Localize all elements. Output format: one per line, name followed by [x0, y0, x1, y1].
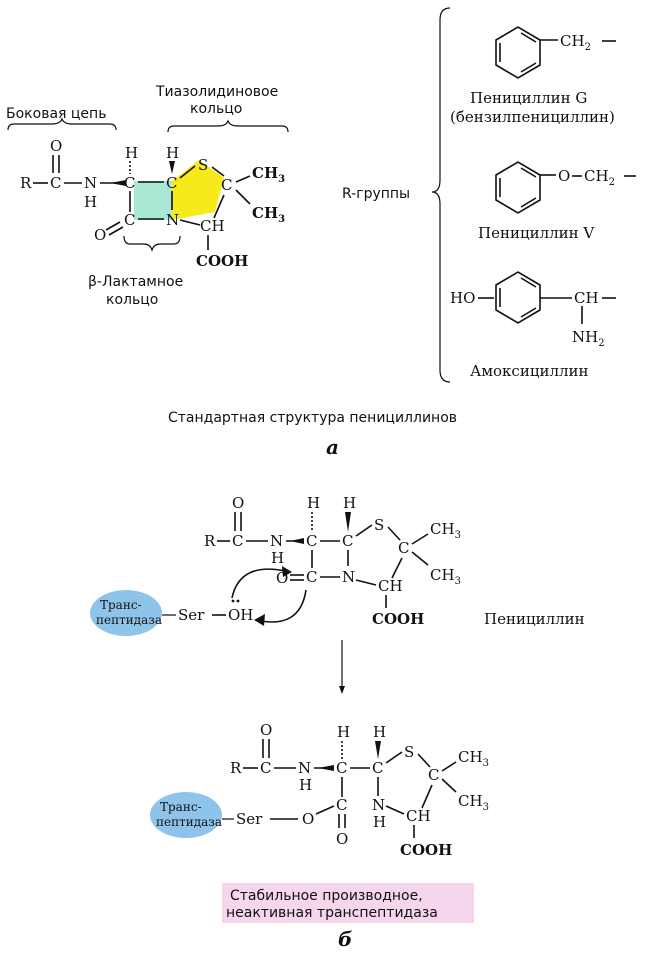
atom-ch-ring: CH — [200, 217, 225, 235]
thiazolidine-brace — [167, 119, 289, 133]
atom-cooh: COOH — [196, 252, 248, 270]
atom-ser-bottom: Ser — [236, 810, 263, 828]
atom-c-lactam-2: C — [124, 211, 135, 229]
atom-ch-amox: CH — [574, 289, 599, 307]
benzylpenicillin-label: (бензилпенициллин) — [450, 108, 615, 126]
enzyme-label-bottom-1: Транс- — [160, 800, 202, 814]
atom-c-b1-fused: C — [342, 532, 353, 550]
atom-s-b1: S — [374, 516, 384, 534]
amoxicillin-label: Амоксициллин — [470, 362, 589, 380]
atom-c-b1: C — [232, 532, 243, 550]
beta-lactam-label-2: кольцо — [106, 292, 158, 308]
atom-o-b2-ester: O — [302, 810, 314, 828]
enzyme-ellipse-top — [90, 590, 162, 636]
atom-c-b2-1: C — [336, 759, 347, 777]
enzyme-ellipse-bottom — [150, 792, 222, 838]
atom-h-b2-nh: H — [299, 776, 312, 794]
atom-ser-top: Ser — [178, 606, 205, 624]
atom-r-b1: R — [204, 532, 216, 550]
atom-c-b2-2: C — [336, 796, 347, 814]
atom-n: N — [84, 174, 97, 192]
atom-h-b2-fused: H — [373, 723, 386, 741]
r-groups-brace — [431, 7, 451, 383]
penicillin-g-label: Пенициллин G — [470, 89, 587, 107]
beta-lactam-ring-fill — [134, 181, 172, 220]
benzene-ring-g — [495, 26, 541, 79]
atom-ch2-v: CH2 — [584, 167, 615, 188]
atom-o-b2: O — [260, 721, 272, 739]
atom-ch3-b2-a: CH3 — [458, 748, 489, 769]
letter-a: а — [326, 435, 339, 459]
atom-c-b1-l1: C — [306, 532, 317, 550]
penicillin-v-label: Пенициллин V — [478, 224, 595, 242]
atom-ch3-b1-b: CH3 — [430, 566, 461, 587]
atom-n-ring: N — [166, 211, 179, 229]
benzene-ring-v — [495, 161, 541, 214]
atom-h-b1-l1: H — [307, 494, 320, 512]
atom-s-b2: S — [404, 743, 414, 761]
atom-o-b1: O — [232, 494, 244, 512]
atom-c-b2-dimethyl: C — [428, 766, 439, 784]
letter-b: б — [338, 927, 352, 951]
atom-h-nh: H — [84, 193, 97, 211]
atom-o-v: O — [558, 167, 570, 185]
benzene-ring-amox — [495, 271, 541, 324]
penicillin-label-b: Пенициллин — [484, 610, 585, 628]
caption-a: Стандартная структура пенициллинов — [168, 410, 457, 426]
result-label-2: неактивная транспептидаза — [226, 905, 438, 921]
side-chain-label: Боковая цепь — [6, 106, 106, 122]
atom-ch-b2: CH — [406, 807, 431, 825]
atom-o: O — [50, 137, 62, 155]
atom-r-b2: R — [230, 759, 242, 777]
atom-ch3-b2-b: CH3 — [458, 792, 489, 813]
atom-h-lactam: H — [125, 144, 138, 162]
result-box — [222, 883, 474, 923]
atom-r: R — [20, 174, 32, 192]
atom-c: C — [50, 174, 61, 192]
r-groups-label: R-группы — [342, 186, 410, 202]
atom-s: S — [198, 156, 208, 174]
atom-h-fused: H — [166, 144, 179, 162]
atom-cooh-b2: COOH — [400, 841, 452, 859]
thiazolidine-label-2: кольцо — [190, 101, 242, 117]
atom-ho: HO — [450, 289, 475, 307]
atom-ch-b1: CH — [378, 577, 403, 595]
enzyme-label-top-1: Транс- — [100, 598, 142, 612]
atom-o-b2-carbonyl: O — [336, 830, 348, 848]
atom-oh-top: OH — [228, 606, 253, 624]
atom-ch3-a: CH3 — [252, 164, 285, 185]
beta-lactam-label-1: β-Лактамное — [88, 274, 183, 290]
atom-nh2: NH2 — [572, 328, 605, 349]
atom-n-b2: N — [298, 759, 311, 777]
atom-c-b2-fused: C — [372, 759, 383, 777]
atom-c-fused: C — [166, 174, 177, 192]
thiazolidine-label-1: Тиазолидиновое — [155, 84, 278, 100]
atom-c-lactam-1: C — [124, 174, 135, 192]
atom-n-b1-ring: N — [342, 568, 355, 586]
result-label-1: Стабильное производное, — [230, 888, 423, 904]
atom-h-b1-nh: H — [271, 549, 284, 567]
atom-h-b1-fused: H — [343, 494, 356, 512]
atom-o-lactam: O — [94, 226, 106, 244]
attack-arrow — [231, 568, 291, 599]
atom-n-b1: N — [270, 532, 283, 550]
beta-lactam-brace — [123, 235, 181, 252]
atom-cooh-b1: COOH — [372, 610, 424, 628]
atom-ch3-b: CH3 — [252, 204, 285, 225]
atom-ch3-b1-a: CH3 — [430, 520, 461, 541]
atom-h-b2-ring: H — [373, 813, 386, 831]
atom-c-b1-l2: C — [306, 568, 317, 586]
enzyme-label-bottom-2: пептидаза — [156, 815, 222, 829]
atom-n-b2-ring: N — [372, 796, 385, 814]
atom-h-b2-1: H — [337, 723, 350, 741]
atom-c-b2: C — [260, 759, 271, 777]
atom-c-b1-dimethyl: C — [398, 539, 409, 557]
enzyme-label-top-2: пептидаза — [96, 613, 162, 627]
atom-c-dimethyl: C — [221, 176, 232, 194]
side-chain-brace — [7, 117, 117, 131]
atom-ch2-g: CH2 — [560, 32, 591, 53]
